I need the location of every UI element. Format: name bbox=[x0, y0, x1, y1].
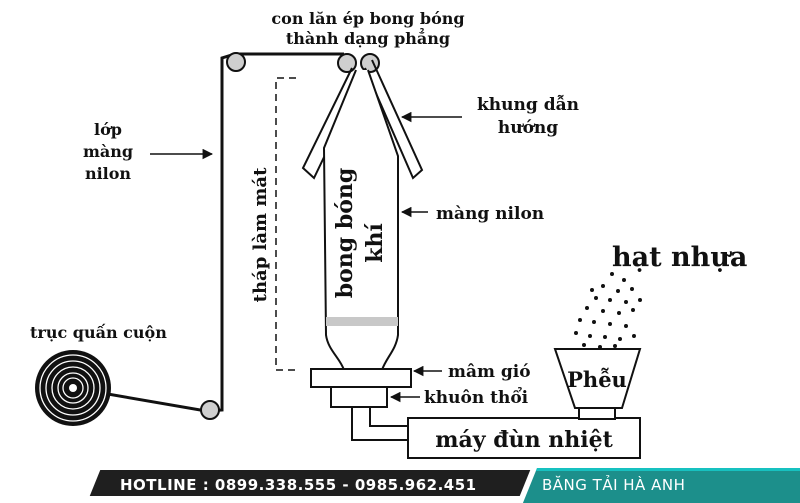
extruder-box bbox=[407, 417, 641, 459]
left-bottom-roller bbox=[200, 400, 220, 420]
guide-frame-label-line2: hướng bbox=[498, 118, 558, 138]
hotline-text: HOTLINE : 0899.338.555 - 0985.962.451 bbox=[120, 476, 477, 494]
cooling-tower-label: tháp làm mát bbox=[250, 167, 271, 302]
left-top-roller bbox=[226, 52, 246, 72]
extruder-label: máy đùn nhiệt bbox=[435, 427, 613, 453]
bubble-label-line1: bong bóng bbox=[332, 168, 358, 299]
nylon-film-label: màng nilon bbox=[436, 204, 544, 224]
hopper-label: Phễu bbox=[567, 367, 627, 392]
nip-roller-left bbox=[337, 53, 357, 73]
film-layer-label-line1: lớp bbox=[94, 120, 122, 139]
brand-name: BĂNG TẢI HÀ ANH bbox=[542, 476, 686, 494]
air-ring-label: mâm gió bbox=[448, 362, 531, 382]
film-layer-label-line2: màng bbox=[83, 142, 133, 161]
winding-roll bbox=[35, 350, 111, 426]
roller-label-line2: thành dạng phẳng bbox=[286, 27, 450, 48]
roller-label-line1: con lăn ép bong bóng bbox=[271, 9, 464, 28]
air-ring bbox=[310, 368, 412, 388]
blow-die-label: khuôn thổi bbox=[424, 386, 529, 408]
plastic-pellets-label: hạt nhựa bbox=[612, 242, 747, 273]
plastic-pellets-dots bbox=[574, 272, 642, 349]
cooling-tower-bracket bbox=[275, 77, 296, 371]
blow-die bbox=[330, 386, 388, 408]
winding-roll-label: trục quấn cuộn bbox=[30, 323, 167, 342]
die-connector bbox=[351, 407, 409, 441]
film-layer-label-line3: nilon bbox=[85, 164, 131, 183]
frost-line bbox=[326, 317, 398, 326]
bubble-label-line2: khí bbox=[362, 223, 388, 263]
film-path bbox=[72, 52, 344, 413]
hopper-shape bbox=[553, 348, 642, 409]
guide-frame-label-line1: khung dẫn bbox=[477, 95, 579, 115]
hopper-neck bbox=[578, 407, 616, 420]
